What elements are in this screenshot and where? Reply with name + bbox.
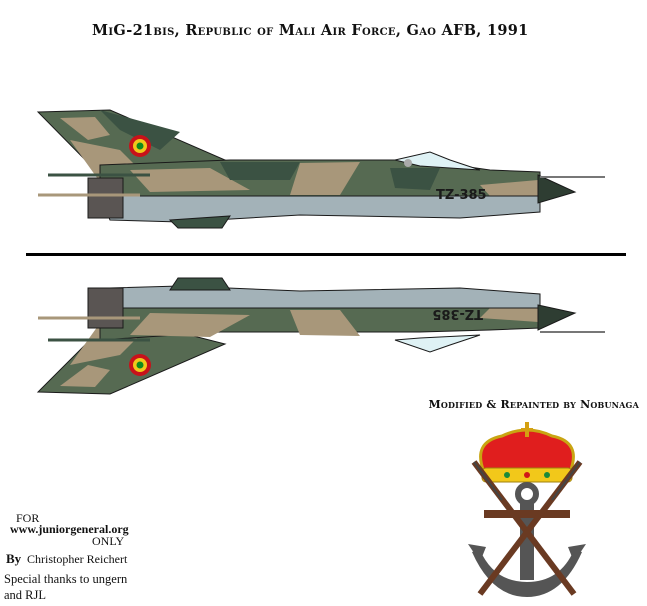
serial-top: TZ-385	[436, 188, 487, 203]
footer-author: Christopher Reichert	[27, 552, 128, 566]
footer-by: By	[6, 551, 22, 566]
footer-for: FOR	[16, 511, 40, 525]
aircraft-bottom	[36, 277, 605, 395]
repaint-credit: Modified & Repainted by Nobunaga	[428, 398, 639, 411]
serial-bottom: TZ-385	[432, 306, 483, 321]
footer-only: ONLY	[92, 534, 125, 548]
aircraft-bottom-profile: TZ-385	[36, 277, 605, 395]
marine-emblem-icon	[468, 422, 586, 597]
footer-thanks-line1: Special thanks to ungern	[4, 572, 128, 586]
aircraft-top	[36, 109, 605, 229]
roundel-icon-bottom	[129, 354, 151, 376]
footer-site-link[interactable]: www.juniorgeneral.org	[10, 522, 129, 536]
page-title: MiG-21bis, Republic of Mali Air Force, G…	[92, 21, 529, 40]
section-divider	[26, 253, 626, 256]
footer-thanks-line2: and RJL	[4, 588, 47, 602]
roundel-icon-top	[129, 135, 151, 157]
aircraft-top-profile: TZ-385	[36, 109, 605, 229]
